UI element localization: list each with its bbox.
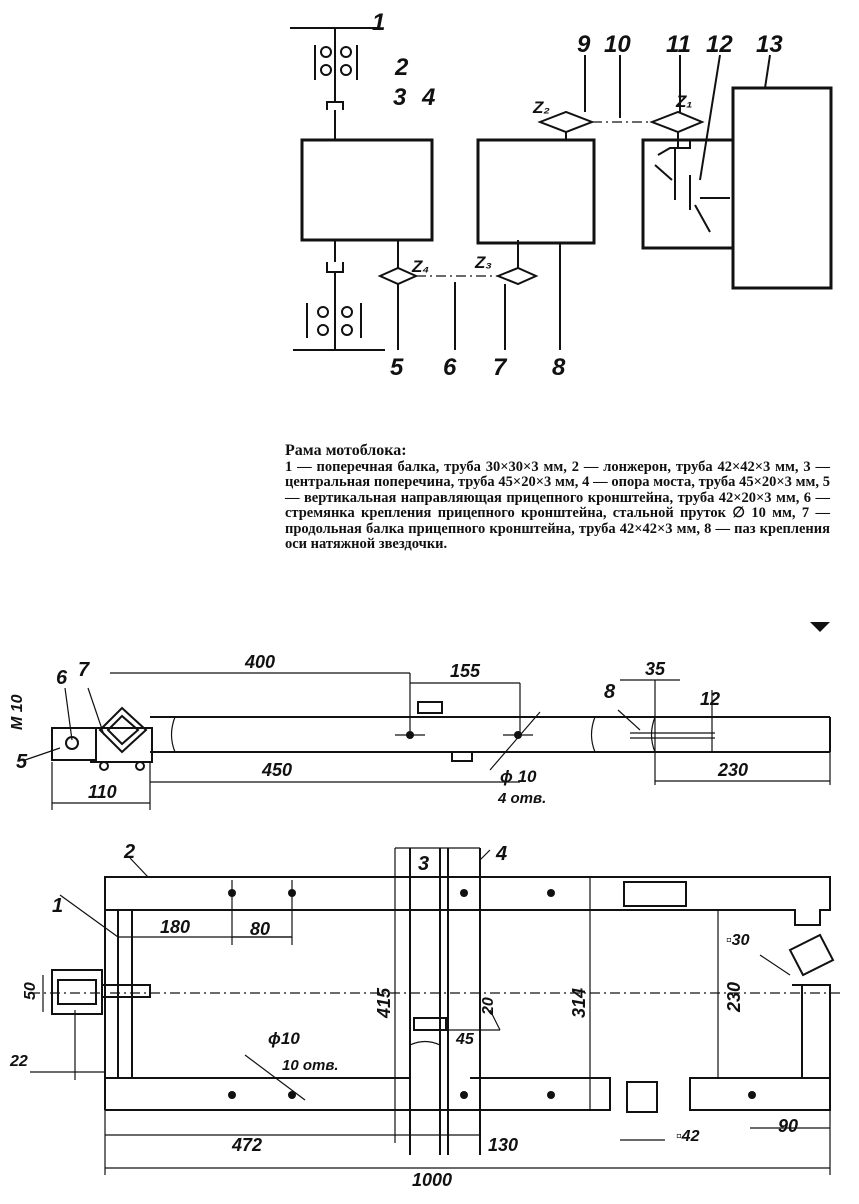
continue-arrow-icon <box>810 622 830 632</box>
schematic-label-9: 9 <box>577 31 591 58</box>
schematic-label-10: 10 <box>604 31 631 58</box>
dim-45: 45 <box>455 1031 475 1048</box>
top-label-4: 4 <box>495 843 507 865</box>
dim-20: 20 <box>480 997 497 1016</box>
dim-110: 110 <box>88 782 117 802</box>
dim-314: 314 <box>569 988 589 1018</box>
side-view: 400 155 35 12 450 230 110 M 10 ϕ 10 4 от… <box>9 652 831 810</box>
engine-block-13 <box>731 86 833 290</box>
kinematic-schematic: 1 2 3 4 5 6 7 8 9 10 11 12 13 Z₂ Z₁ Z₄ Z… <box>290 9 833 381</box>
schematic-label-5: 5 <box>390 354 404 381</box>
top-label-2: 2 <box>123 841 135 863</box>
dim-m10: M 10 <box>9 694 26 730</box>
block-4 <box>300 138 434 242</box>
top-label-1: 1 <box>52 895 63 917</box>
side-label-7: 7 <box>78 659 90 681</box>
gear-z2-label: Z₂ <box>532 98 550 117</box>
gear-z4-label: Z₄ <box>411 257 429 276</box>
dim-phi10-top: ϕ10 <box>268 1029 300 1048</box>
block-8 <box>476 138 596 245</box>
dim-450: 450 <box>261 760 292 780</box>
dim-400: 400 <box>244 652 275 672</box>
schematic-label-7: 7 <box>493 354 508 381</box>
schematic-label-8: 8 <box>552 354 566 381</box>
schematic-label-11: 11 <box>666 31 691 58</box>
gear-z1-label: Z₁ <box>675 92 692 111</box>
dim-sq30: ▫30 <box>726 932 750 949</box>
schematic-label-13: 13 <box>756 31 783 58</box>
dim-35: 35 <box>645 659 666 679</box>
dim-80: 80 <box>250 919 270 939</box>
holes-10: 10 отв. <box>282 1057 339 1074</box>
dim-1000: 1000 <box>412 1170 452 1190</box>
dim-180: 180 <box>160 917 190 937</box>
dim-472: 472 <box>231 1135 262 1155</box>
gear-z3-label: Z₃ <box>474 253 492 272</box>
schematic-label-4: 4 <box>421 84 435 111</box>
side-label-8: 8 <box>604 681 616 703</box>
dim-230-top: 230 <box>724 982 744 1013</box>
top-label-3: 3 <box>418 853 429 875</box>
side-label-5: 5 <box>16 751 28 773</box>
schematic-label-12: 12 <box>706 31 733 58</box>
dim-230-side: 230 <box>717 760 748 780</box>
schematic-label-2: 2 <box>394 54 409 81</box>
dim-50: 50 <box>22 982 39 1000</box>
dim-phi10-side: ϕ 10 <box>500 767 537 786</box>
dim-415: 415 <box>374 987 394 1019</box>
side-label-6: 6 <box>56 667 68 689</box>
schematic-label-3: 3 <box>393 84 407 111</box>
figure-caption: Рама мотоблока: 1 — поперечная балка, тр… <box>285 443 830 553</box>
caption-title: Рама мотоблока: <box>285 442 407 459</box>
holes-4: 4 отв. <box>497 790 546 807</box>
dim-22: 22 <box>9 1053 28 1070</box>
schematic-label-1: 1 <box>372 9 385 36</box>
caption-body: 1 — поперечная балка, труба 30×30×3 мм, … <box>285 458 830 552</box>
schematic-label-6: 6 <box>443 354 457 381</box>
dim-sq42: ▫42 <box>676 1128 700 1145</box>
top-view: 180 80 50 22 415 314 20 45 230 ▫30 ϕ10 1… <box>9 841 840 1190</box>
dim-90: 90 <box>778 1116 798 1136</box>
dim-12: 12 <box>700 689 720 709</box>
dim-130: 130 <box>488 1135 518 1155</box>
wheel-bearing-bottom <box>306 303 362 338</box>
dim-155: 155 <box>450 661 481 681</box>
gearbox-block <box>641 138 735 250</box>
wheel-bearing-top <box>314 45 358 80</box>
